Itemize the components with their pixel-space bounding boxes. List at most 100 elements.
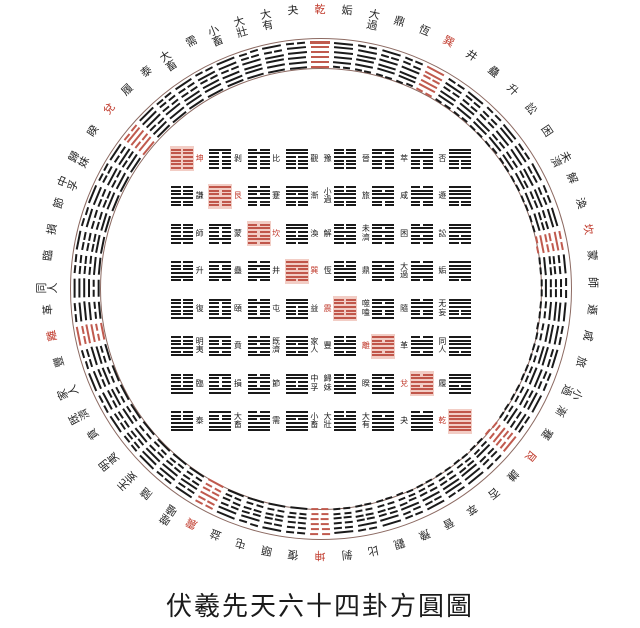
square-cell: 巽 xyxy=(283,253,321,291)
square-cell: 漸 xyxy=(283,178,321,216)
hexagram-label: 震 xyxy=(323,303,332,313)
ring-hexagram-line xyxy=(97,279,100,297)
circle-hexagram-label: 益 xyxy=(208,526,224,542)
circle-hexagram-label: 睽 xyxy=(85,123,102,140)
hexagram-glyph xyxy=(208,259,232,284)
circle-hexagram-label: 頤 xyxy=(260,542,274,557)
circle-hexagram-label: 需 xyxy=(183,34,200,51)
hexagram-label: 蒙 xyxy=(233,228,242,238)
circle-hexagram-label: 井 xyxy=(463,47,480,64)
circle-diagram: 乾夬大有大壯小畜需大畜泰履兌睽歸妹中孚節損臨同人革離豐家人既濟賁明夷无妄隨噬嗑震… xyxy=(36,4,599,562)
hexagram-label: 歸妹 xyxy=(323,374,332,392)
hexagram-glyph xyxy=(410,334,434,359)
circle-hexagram-label: 萃 xyxy=(463,501,480,518)
circle-hexagram-label: 升 xyxy=(504,81,521,98)
hexagram-glyph xyxy=(410,259,434,284)
circle-hexagram-label: 大畜 xyxy=(157,48,180,75)
hexagram-glyph xyxy=(371,333,396,359)
hexagram-glyph xyxy=(208,296,232,321)
circle-hexagram-label: 夬 xyxy=(287,4,300,18)
circle-hexagram-label: 遯 xyxy=(584,303,598,316)
ring-hexagram-line xyxy=(93,311,97,320)
square-cell: 履 xyxy=(436,365,474,403)
hexagram-glyph xyxy=(208,221,232,246)
hexagram-label: 兌 xyxy=(400,378,409,388)
square-cell: 无妄 xyxy=(436,290,474,328)
hexagram-glyph xyxy=(208,334,232,359)
hexagram-label: 謙 xyxy=(195,191,204,201)
hexagram-label: 損 xyxy=(233,378,242,388)
hexagram-glyph xyxy=(371,371,395,396)
circle-hexagram-label: 漸 xyxy=(552,403,569,419)
square-cell: 同人 xyxy=(436,328,474,366)
ring-hexagram-line xyxy=(549,266,552,275)
hexagram-glyph xyxy=(410,221,434,246)
hexagram-glyph xyxy=(410,409,434,434)
ring-hexagram-line xyxy=(540,289,543,297)
circle-hexagram-label: 節 xyxy=(51,196,67,211)
ring-hexagram-line xyxy=(310,46,330,49)
hexagram-glyph xyxy=(247,184,271,209)
circle-hexagram-label: 蒙 xyxy=(584,249,598,262)
hexagram-label: 蠱 xyxy=(233,266,242,276)
hexagram-glyph xyxy=(170,296,194,321)
circle-hexagram-label: 同人 xyxy=(36,282,59,294)
ring-hexagram-line xyxy=(311,513,319,516)
ring-hexagram-line xyxy=(321,522,330,525)
ring-hexagram-line xyxy=(321,527,330,530)
hexagram-glyph xyxy=(333,334,357,359)
square-cell: 噬嗑 xyxy=(359,290,397,328)
square-cell: 晉 xyxy=(359,140,397,178)
hexagram-label: 渙 xyxy=(310,228,319,238)
circle-hexagram-label: 離 xyxy=(45,329,60,343)
square-cell: 大壯 xyxy=(321,403,359,441)
circle-hexagram-label: 豐 xyxy=(51,354,67,369)
square-cell: 渙 xyxy=(283,215,321,253)
ring-hexagram-line xyxy=(321,513,329,516)
hexagram-glyph xyxy=(410,184,434,209)
circle-inner-border xyxy=(100,68,542,510)
circle-hexagram-label: 否 xyxy=(484,485,501,502)
hexagram-glyph xyxy=(410,296,434,321)
circle-hexagram-label: 革 xyxy=(42,303,56,316)
hexagram-label: 萃 xyxy=(400,153,409,163)
square-cell: 頤 xyxy=(206,290,244,328)
square-cell: 臨 xyxy=(168,365,206,403)
ring-hexagram-line xyxy=(550,278,553,287)
circle-hexagram-label: 震 xyxy=(183,514,200,531)
square-cell: 夬 xyxy=(398,403,436,441)
hexagram-label: 師 xyxy=(195,228,204,238)
square-cell: 復 xyxy=(168,290,206,328)
square-cell: 鼎 xyxy=(359,253,397,291)
hexagram-label: 夬 xyxy=(400,416,409,426)
hexagram-label: 革 xyxy=(400,341,409,351)
hexagram-label: 旅 xyxy=(361,191,370,201)
hexagram-label: 剝 xyxy=(233,153,242,163)
circle-hexagram-label: 解 xyxy=(564,170,580,186)
square-cell: 觀 xyxy=(283,140,321,178)
hexagram-label: 大畜 xyxy=(233,411,242,430)
square-cell: 豫 xyxy=(321,140,359,178)
square-cell: 既濟 xyxy=(245,328,283,366)
hexagram-label: 鼎 xyxy=(361,266,370,276)
hexagram-label: 大過 xyxy=(400,261,409,280)
hexagram-glyph xyxy=(208,409,232,434)
hexagram-label: 小過 xyxy=(323,186,332,205)
ring-hexagram-line xyxy=(554,289,557,298)
ring-hexagram-line xyxy=(310,527,319,530)
hexagram-label: 豫 xyxy=(323,153,332,163)
square-cell: 家人 xyxy=(283,328,321,366)
circle-hexagram-label: 明夷 xyxy=(96,449,122,473)
hexagram-glyph xyxy=(409,371,434,397)
square-cell: 升 xyxy=(168,253,206,291)
square-cell: 井 xyxy=(245,253,283,291)
hexagram-label: 睽 xyxy=(361,378,370,388)
square-cell: 咸 xyxy=(398,178,436,216)
hexagram-glyph xyxy=(333,184,357,209)
hexagram-label: 咸 xyxy=(400,191,409,201)
hexagram-label: 頤 xyxy=(233,303,242,313)
hexagram-glyph xyxy=(285,334,309,359)
hexagram-glyph xyxy=(371,184,395,209)
hexagram-glyph xyxy=(247,259,271,284)
hexagram-glyph xyxy=(371,221,395,246)
